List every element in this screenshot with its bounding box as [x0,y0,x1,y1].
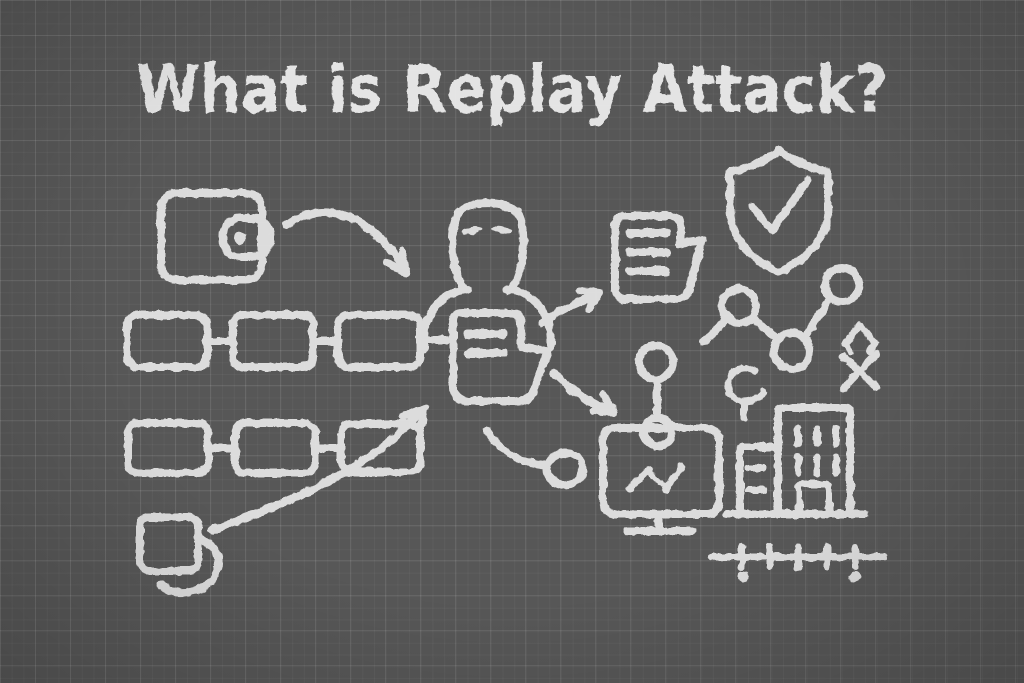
timeline-icon [708,543,888,583]
wallet-icon [157,189,274,284]
blockchain-row-bottom [124,419,424,477]
transaction-document-icon [449,309,552,406]
monitor-chart-icon [599,341,723,535]
transfer-arrow-icon [283,208,410,276]
replay-curved-arrow-icon [208,404,428,534]
network-nodes-icon [700,264,863,373]
shield-check-icon [726,146,832,276]
duplicate-note-icon [136,513,223,597]
send-arrow-icon [549,368,618,416]
c-node-icon [724,364,767,423]
building-icon [723,404,868,518]
copied-document-icon [611,212,706,303]
blockchain-row-top [123,311,451,371]
hacker-icon [419,199,556,353]
copy-arrow-icon [538,287,604,327]
cable-loop-icon [483,426,587,489]
page-title: What is Replay Attack? [136,51,888,128]
diamond-x-icon [839,321,880,393]
